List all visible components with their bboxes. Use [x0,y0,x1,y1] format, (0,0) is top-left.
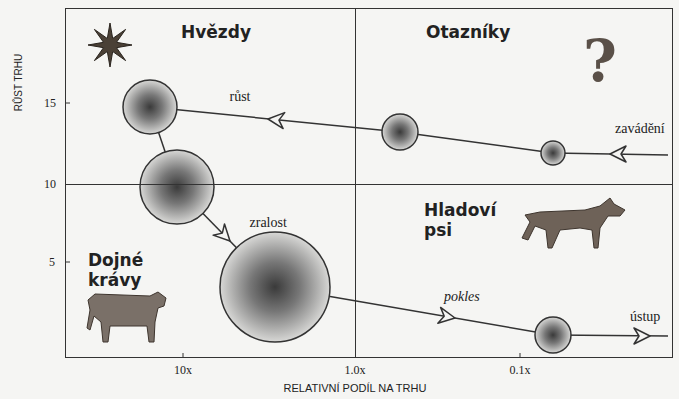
phase-label: růst [228,89,253,104]
axis-ticks [65,103,520,358]
axis-title: RELATIVNÍ PODÍL NA TRHU [282,382,429,394]
product-circles [123,80,571,353]
cash-cow-quadrant: Dojné krávy [65,184,356,358]
axis-tick-label: 1.0x [343,364,368,377]
question-icon: ? [581,30,619,94]
axis-tick-label: 5 [47,256,57,269]
phase-label: zralost [248,215,289,230]
stars-quadrant: Hvězdy [65,8,356,185]
dog-icon [522,198,625,248]
question-quadrant: Otazníky [355,8,673,185]
quadrant-title: Otazníky [426,23,586,43]
axis-tick-label: 10 [42,178,58,191]
axis-tick-label: 0.1x [508,364,533,377]
axis-tick-label: 15 [42,97,58,110]
quadrant-title: Dojné krávy [88,251,166,290]
axis-title: RŮST TRHU [13,51,24,112]
quadrant-title: Hladoví psi [424,201,520,240]
phase-label: ústup [628,309,662,324]
axis-tick-label: 10x [172,364,194,377]
cow-icon [87,292,166,342]
quadrant-title: Hvězdy [181,23,341,43]
star-icon [88,23,132,67]
phase-label: pokles [442,289,482,304]
phase-label: zavádění [613,121,667,136]
arrowheads [213,111,650,344]
dog-quadrant: Hladoví psi [355,184,673,358]
